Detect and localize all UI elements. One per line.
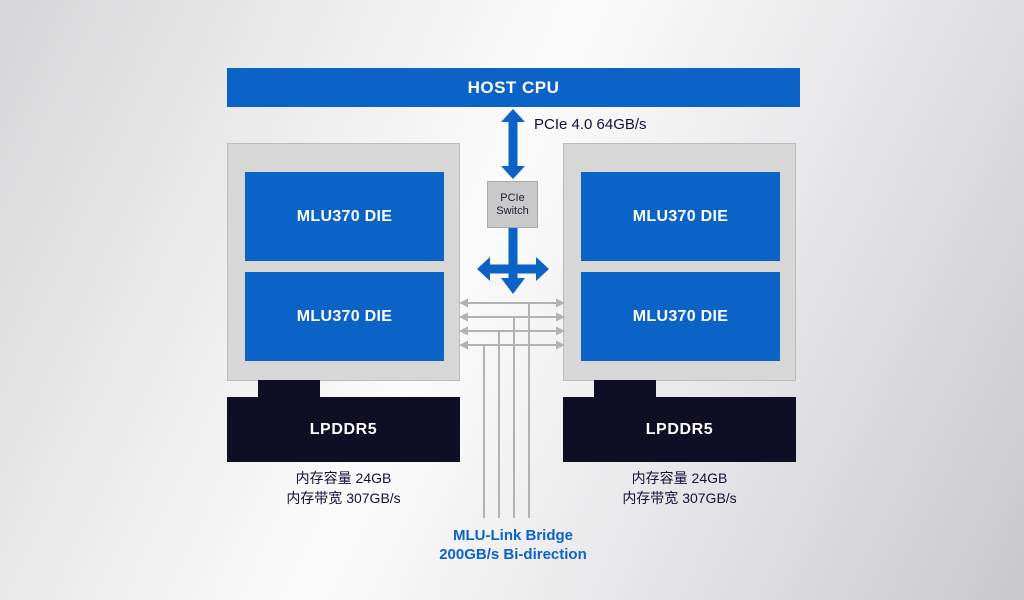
host-cpu-box: HOST CPU — [227, 68, 800, 107]
mlu-link-bridge-caption: MLU-Link Bridge 200GB/s Bi-direction — [363, 526, 663, 564]
right-memory-capacity-label: 内存容量 24GB — [631, 470, 728, 486]
right-memory-connector-tab — [594, 380, 656, 398]
pcie-switch-label-line2: Switch — [496, 204, 529, 217]
left-lpddr5-box: LPDDR5 — [227, 397, 460, 462]
mlu-link-bridge-subtitle: 200GB/s Bi-direction — [439, 546, 587, 563]
right-mlu-die-1-box: MLU370 DIE — [581, 172, 780, 261]
left-mlu-die-1-box: MLU370 DIE — [245, 172, 444, 261]
host-cpu-label: HOST CPU — [467, 77, 560, 97]
right-mlu-package-box: MLU370 DIE MLU370 DIE — [563, 143, 796, 381]
left-memory-capacity-label: 内存容量 24GB — [295, 470, 392, 486]
mlu-link-lines — [459, 298, 565, 518]
pcie-switch-label-line1: PCIe — [500, 191, 525, 204]
pcie-split-arrow-icon — [477, 228, 549, 294]
left-memory-specs: 内存容量 24GB 内存带宽 307GB/s — [227, 468, 460, 508]
left-mlu-package-box: MLU370 DIE MLU370 DIE — [227, 143, 460, 381]
pcie-link-arrow-icon — [501, 109, 525, 179]
right-lpddr5-box: LPDDR5 — [563, 397, 796, 462]
right-memory-specs: 内存容量 24GB 内存带宽 307GB/s — [563, 468, 796, 508]
left-mlu-die-2-box: MLU370 DIE — [245, 272, 444, 361]
pcie-switch-box: PCIe Switch — [487, 181, 538, 228]
left-memory-connector-tab — [258, 380, 320, 398]
pcie-bandwidth-label: PCIe 4.0 64GB/s — [534, 116, 647, 133]
left-memory-bandwidth-label: 内存带宽 307GB/s — [286, 490, 401, 506]
right-mlu-die-2-box: MLU370 DIE — [581, 272, 780, 361]
right-memory-bandwidth-label: 内存带宽 307GB/s — [622, 490, 737, 506]
mlu-link-bridge-title: MLU-Link Bridge — [453, 527, 573, 544]
